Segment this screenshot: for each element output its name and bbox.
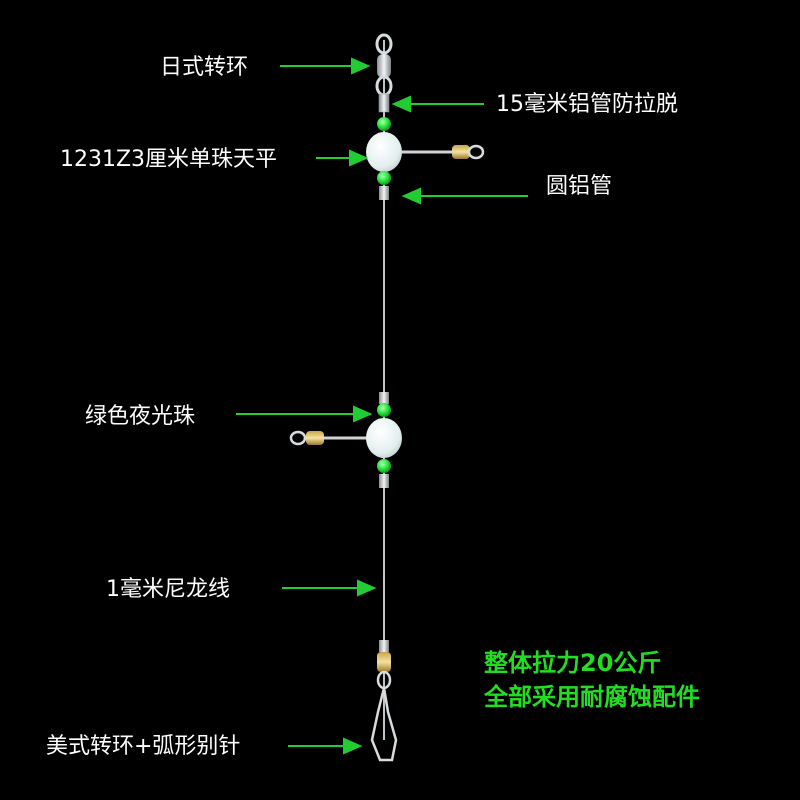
upper-balance-icon — [366, 117, 485, 200]
label-japanese-swivel: 日式转环 — [160, 55, 249, 80]
arrow-glow-bead — [236, 405, 373, 423]
arrow-swivel-snap — [288, 737, 363, 755]
arrow-nylon-line — [282, 579, 377, 597]
arrow-aluminum-tube — [391, 95, 484, 113]
arrow-round-tube — [401, 187, 528, 205]
label-single-bead-balance: 1231Z3厘米单珠天平 — [60, 147, 278, 172]
arrow-japanese-swivel — [280, 57, 371, 75]
note-tensile-strength: 整体拉力20公斤 — [484, 649, 662, 677]
label-american-swivel-snap: 美式转环+弧形别针 — [46, 734, 241, 759]
label-aluminum-tube-15mm: 15毫米铝管防拉脱 — [496, 92, 678, 117]
american-swivel-snap-icon — [370, 640, 398, 762]
label-nylon-line: 1毫米尼龙线 — [106, 577, 230, 602]
label-glow-bead: 绿色夜光珠 — [85, 404, 196, 429]
label-round-aluminum-tube: 圆铝管 — [546, 174, 613, 199]
arrow-balance — [316, 149, 369, 167]
note-corrosion-resistant: 全部采用耐腐蚀配件 — [484, 683, 700, 711]
lower-balance-icon — [289, 392, 402, 488]
aluminum-tube-top-icon — [378, 93, 390, 113]
